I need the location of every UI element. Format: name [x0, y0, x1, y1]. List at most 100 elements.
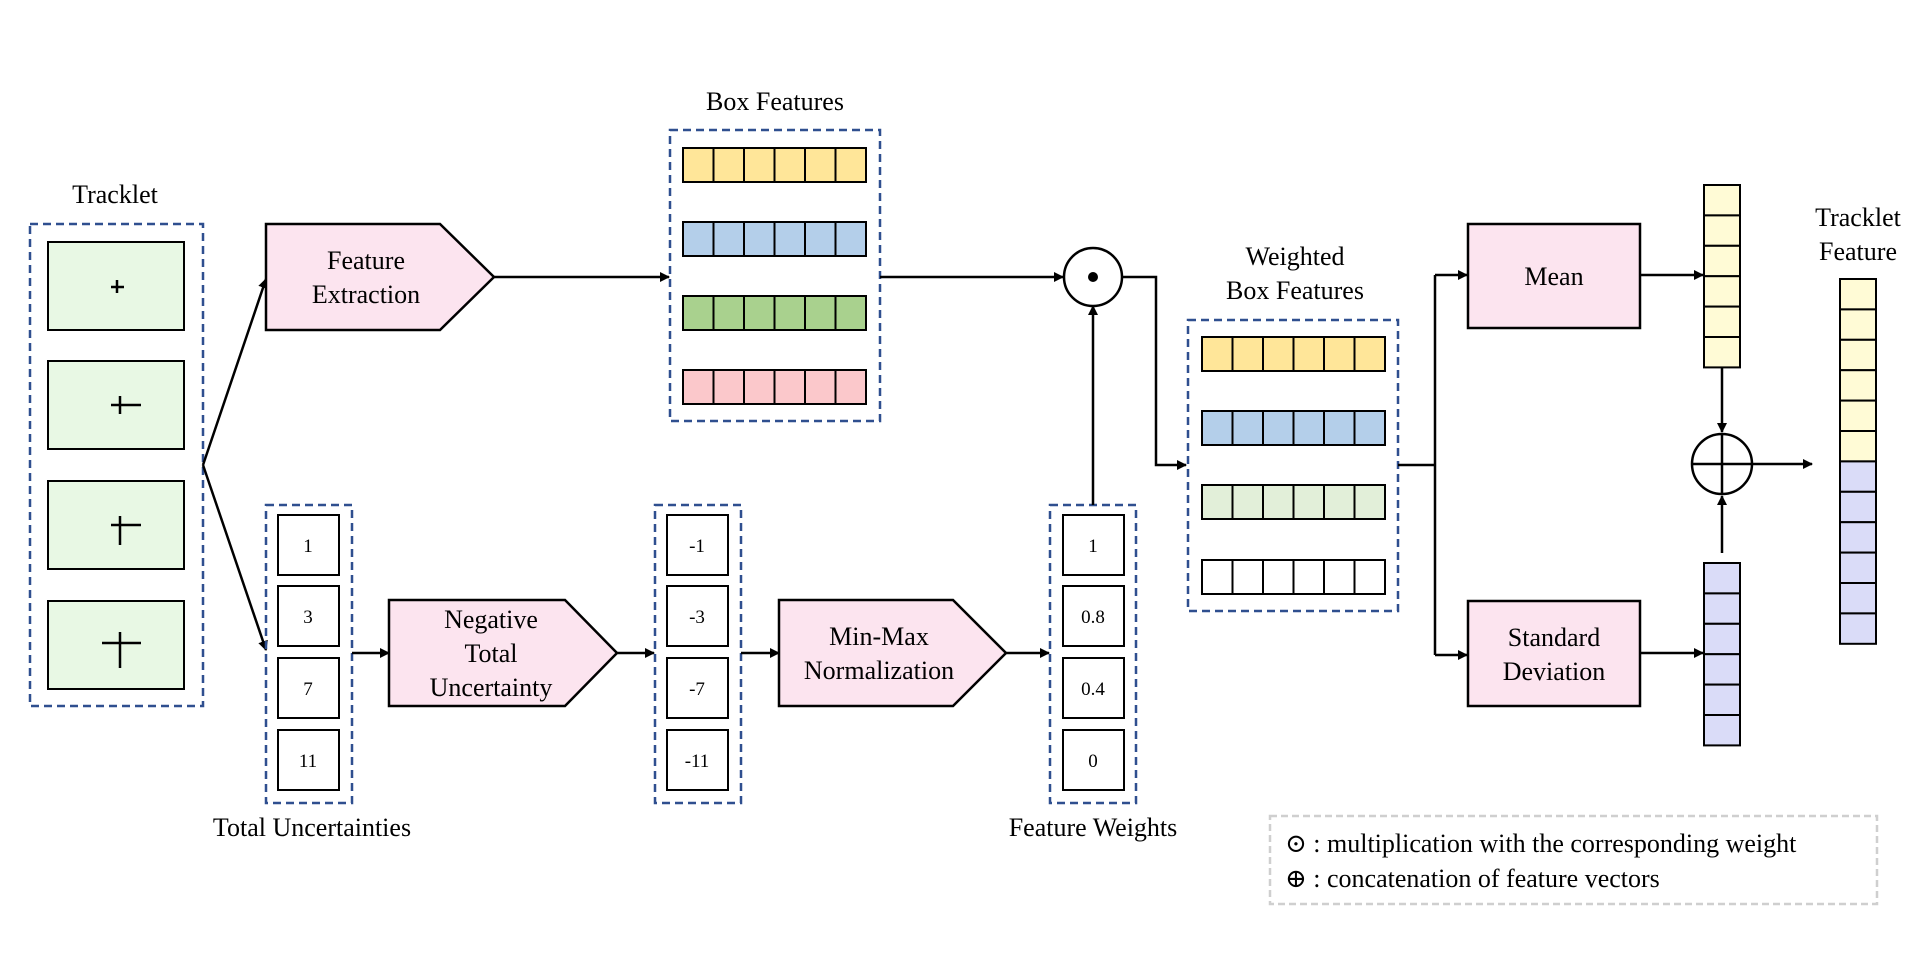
- box-feature-bar-4-cell: [743, 369, 776, 405]
- negative-value: -3: [689, 607, 705, 628]
- tracklet-feature-mean-part-cell: [1839, 399, 1877, 433]
- standard-deviation-block: [1466, 599, 1642, 708]
- tracklet-skeleton-1: [111, 280, 124, 293]
- weighted-feature-bar-4-cell: [1201, 559, 1234, 595]
- mean-vector-cell: [1703, 336, 1741, 369]
- weighted-feature-bar-3-cell: [1201, 484, 1234, 520]
- uncertainty-cell-2: 3: [277, 585, 340, 647]
- box-feature-bar-4-cell: [834, 369, 867, 405]
- std-vector-cell: [1703, 592, 1741, 625]
- weighted-feature-bar-2-cell: [1323, 410, 1356, 446]
- weighted-box-features-label-2: Box Features: [1226, 276, 1364, 305]
- negative-value-cell-3: -7: [666, 657, 729, 719]
- min-max-normalization-line-2: Normalization: [804, 656, 954, 685]
- tracklet-feature-std-part-cell: [1839, 551, 1877, 584]
- weighted-feature-bar-1-cell: [1323, 336, 1356, 372]
- weighted-feature-bar-1-cell: [1201, 336, 1234, 372]
- box-feature-bar-4-cell: [773, 369, 806, 405]
- standard-deviation-line-2: Deviation: [1503, 657, 1606, 686]
- feature-extraction-line-2: Extraction: [312, 280, 420, 309]
- tracklet-frame-1: [47, 241, 185, 331]
- box-feature-bar-2-cell: [804, 221, 837, 257]
- feature-weights-label: Feature Weights: [1009, 813, 1178, 842]
- mean-label: Mean: [1524, 262, 1583, 291]
- legend-multiply-text: ⊙ : multiplication with the correspondin…: [1285, 829, 1797, 858]
- box-features-dashed-group: [668, 128, 882, 423]
- weighted-feature-bar-3-cell: [1231, 484, 1264, 520]
- feature-weight-value: 0: [1088, 751, 1098, 772]
- negative-total-uncertainty-line-3: Uncertainty: [430, 673, 553, 702]
- feature-weight-cell-4: 0: [1062, 729, 1125, 791]
- box-feature-bar-1-cell: [712, 147, 745, 183]
- weighted-feature-bar-4-cell: [1262, 559, 1295, 595]
- negative-value: -7: [689, 679, 705, 700]
- tracklet-frame-2: [47, 360, 185, 450]
- uncertainty-cell-1: 1: [277, 514, 340, 576]
- std-vector-cell: [1703, 714, 1741, 747]
- feature-weight-value: 0.8: [1081, 607, 1105, 628]
- weighted-feature-bar-2-cell: [1292, 410, 1325, 446]
- box-feature-bar-3-cell: [743, 295, 776, 331]
- negative-value-cell-2: -3: [666, 585, 729, 647]
- std-vector: [1703, 562, 1741, 747]
- uncertainty-value: 7: [303, 679, 313, 700]
- weighted-box-features-label-1: Weighted: [1246, 242, 1345, 271]
- tracklet-frame-3: [47, 480, 185, 570]
- mean-vector-cell: [1703, 305, 1741, 339]
- tracklet-label: Tracklet: [72, 180, 158, 209]
- tracklet-feature-std-part-cell: [1839, 582, 1877, 615]
- tracklet-feature-label-1: Tracklet: [1815, 203, 1901, 232]
- feature-weight-value: 1: [1088, 536, 1098, 557]
- weighted-feature-bar-1-cell: [1231, 336, 1264, 372]
- legend-box: [1268, 814, 1879, 906]
- tracklet-feature-std-part-cell: [1839, 521, 1877, 554]
- box-feature-bar-3-cell: [834, 295, 867, 331]
- tracklet-feature-vector: [1839, 278, 1877, 645]
- negative-value: -1: [689, 536, 705, 557]
- box-feature-bar-1-cell: [804, 147, 837, 183]
- weighted-feature-bar-1-cell: [1353, 336, 1386, 372]
- tracklet-feature-std-part-cell: [1839, 612, 1877, 645]
- weighted-feature-bar-3-cell: [1353, 484, 1386, 520]
- mean-vector-cell: [1703, 244, 1741, 278]
- box-feature-bar-3-cell: [682, 295, 715, 331]
- box-feature-bar-2-cell: [712, 221, 745, 257]
- box-feature-bar-1-cell: [773, 147, 806, 183]
- box-feature-bar-1-cell: [834, 147, 867, 183]
- negative-value: -11: [685, 751, 710, 772]
- weighted-feature-bar-2-cell: [1262, 410, 1295, 446]
- arrow-multiply-to-weighted: [1122, 275, 1187, 470]
- arrow-tracklet-to-feature-extraction: [201, 278, 268, 466]
- feature-weight-value: 0.4: [1081, 679, 1105, 700]
- negative-value-cell-4: -11: [666, 729, 729, 791]
- legend-concat-text: ⊕ : concatenation of feature vectors: [1285, 864, 1660, 893]
- tracklet-skeleton-4: [102, 632, 141, 668]
- weighted-feature-bar-4-cell: [1353, 559, 1386, 595]
- mean-vector-cell: [1703, 214, 1741, 247]
- box-feature-bar-2-cell: [834, 221, 867, 257]
- box-feature-bar-1-cell: [743, 147, 776, 183]
- multiply-operator-icon: [1062, 246, 1124, 308]
- tracklet-feature-mean-part-cell: [1839, 278, 1877, 311]
- tracklet-feature-std-part-cell: [1839, 460, 1877, 493]
- total-uncertainties-label: Total Uncertainties: [213, 813, 411, 842]
- weighted-feature-bar-3-cell: [1292, 484, 1325, 520]
- weighted-feature-bar-3-cell: [1262, 484, 1295, 520]
- feature-extraction-line-1: Feature: [327, 246, 405, 275]
- concat-operator-icon: [1690, 432, 1754, 496]
- box-feature-bar-4-cell: [682, 369, 715, 405]
- mean-vector-cell: [1703, 184, 1741, 217]
- feature-extraction-block: [264, 222, 496, 332]
- tracklet-feature-mean-part-cell: [1839, 369, 1877, 402]
- box-feature-bar-2-cell: [743, 221, 776, 257]
- weighted-feature-bar-4-cell: [1292, 559, 1325, 595]
- box-feature-bars: [682, 147, 867, 405]
- weighted-feature-bar-4-cell: [1231, 559, 1264, 595]
- box-features-label: Box Features: [706, 87, 844, 116]
- min-max-normalization-block: [777, 598, 1008, 708]
- box-feature-bar-3-cell: [712, 295, 745, 331]
- standard-deviation-line-1: Standard: [1508, 623, 1600, 652]
- std-vector-cell: [1703, 653, 1741, 686]
- tracklet-feature-std-part-cell: [1839, 490, 1877, 524]
